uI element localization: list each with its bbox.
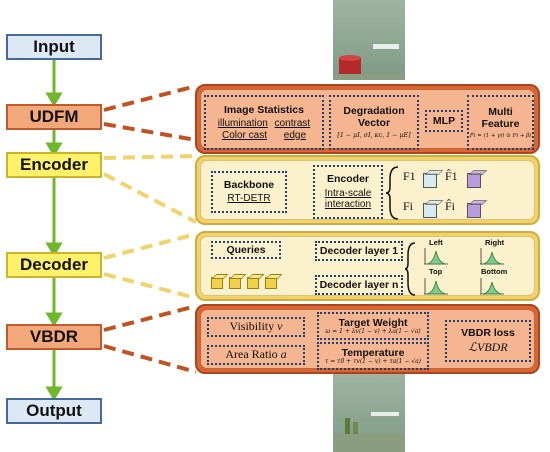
arrow-head-vbdr <box>45 312 63 327</box>
image-statistics-title: Image Statistics <box>224 103 304 116</box>
direction-top-label: Top <box>429 267 443 276</box>
output-underwater-image <box>333 372 405 452</box>
arrow-head-udfm <box>45 92 63 107</box>
encoder-box-sub-1: Intra-scale <box>324 187 372 199</box>
degradation-vector-title-1: Degradation <box>343 105 405 118</box>
feature-fi-hat: F̂i <box>445 199 456 213</box>
query-cube-1 <box>211 277 223 289</box>
decoder-panel-inner: Queries Decoder layer 1 Decoder layer n … <box>200 236 535 296</box>
udfm-connector-top <box>103 84 197 112</box>
vbdr-loss-title: VBDR loss <box>461 327 515 340</box>
stat-edge: edge <box>283 129 307 141</box>
temperature-title: Temperature <box>341 346 405 359</box>
distribution-top-plot <box>424 278 448 295</box>
backbone-box: Backbone RT-DETR <box>211 171 287 213</box>
decoder-panel: Queries Decoder layer 1 Decoder layer n … <box>195 231 540 301</box>
arrow-head-decoder <box>45 242 63 257</box>
multi-feature-formula: F̃i = (1 + γi) ⊙ Fi + βi <box>469 132 532 139</box>
temperature-box: Temperature τ = τ0 + τv(1 − v) + τa(1 − … <box>317 342 429 370</box>
multi-feature-title-2: Feature <box>481 117 520 130</box>
backbone-title: Backbone <box>223 179 275 192</box>
stage-decoder: Decoder <box>6 252 102 278</box>
visibility-box: Visibility v <box>207 317 305 337</box>
feature-map-f1 <box>423 173 437 188</box>
direction-right-label: Right <box>485 238 505 247</box>
multi-feature-title-1: Multi <box>488 105 513 118</box>
feature-f1: F1 <box>403 169 416 183</box>
direction-bottom-label: Bottom <box>481 267 508 276</box>
encoder-box: Encoder Intra-scale interaction <box>313 165 383 219</box>
decoder-layer-n-box: Decoder layer n <box>315 275 403 295</box>
decoder-brace <box>405 242 416 296</box>
udfm-panel: Image Statistics illumination contrast C… <box>195 84 540 154</box>
vbdr-loss-box: VBDR loss ℒVBDR <box>445 320 531 362</box>
area-ratio-box: Area Ratio a <box>207 345 305 365</box>
vbdr-connector-top <box>103 304 197 332</box>
area-ratio-label: Area Ratio <box>225 347 278 362</box>
distribution-bottom-plot <box>480 278 504 295</box>
stage-udfm: UDFM <box>6 104 102 130</box>
distribution-right-plot <box>480 248 504 265</box>
feature-brace <box>386 166 399 220</box>
stage-vbdr: VBDR <box>6 324 102 350</box>
backbone-subtitle: RT-DETR <box>227 193 271 205</box>
stat-illumination: illumination <box>217 118 268 130</box>
stat-contrast: contrast <box>274 118 311 130</box>
feature-fi: Fi <box>403 199 414 213</box>
target-weight-formula: ω = 1 + λv(1 − v) + λa(1 − √a) <box>325 327 421 335</box>
area-ratio-symbol: a <box>280 347 287 362</box>
mlp-box: MLP <box>425 110 463 132</box>
visibility-label: Visibility <box>229 319 275 334</box>
target-weight-box: Target Weight ω = 1 + λv(1 − v) + λa(1 −… <box>317 312 429 340</box>
decoder-connector-bottom <box>103 272 197 300</box>
distribution-left-plot <box>424 248 448 265</box>
stage-output: Output <box>6 398 102 424</box>
feature-f1-hat: F̂1 <box>445 169 458 183</box>
visibility-symbol: v <box>277 319 283 334</box>
input-underwater-image <box>333 0 405 80</box>
vbdr-loss-symbol: ℒVBDR <box>468 340 508 355</box>
feature-map-fi-hat <box>467 203 481 218</box>
encoder-connector-bottom <box>103 172 197 224</box>
arrow-head-encoder <box>45 142 63 157</box>
image-statistics-box: Image Statistics illumination contrast C… <box>204 95 324 150</box>
direction-left-label: Left <box>429 238 443 247</box>
feature-map-f1-hat <box>467 173 481 188</box>
encoder-box-sub-2: interaction <box>324 199 372 211</box>
udfm-connector-bottom <box>103 122 197 142</box>
stage-input: Input <box>6 34 102 60</box>
connectors <box>103 84 197 374</box>
degradation-vector-formula: [1 − μI, σI, κc, 1 − μE] <box>337 132 411 140</box>
multi-feature-box: Multi Feature F̃i = (1 + γi) ⊙ Fi + βi <box>467 95 534 150</box>
udfm-panel-inner: Image Statistics illumination contrast C… <box>200 89 535 150</box>
encoder-panel: Backbone RT-DETR Encoder Intra-scale int… <box>195 155 540 225</box>
decoder-connector-top <box>103 232 197 260</box>
degradation-vector-title-2: Vector <box>357 117 391 130</box>
query-cube-3 <box>247 277 259 289</box>
vbdr-panel-inner: Visibility v Area Ratio a Target Weight … <box>200 309 535 370</box>
encoder-connector-top <box>103 154 197 160</box>
arrow-head-output <box>45 386 63 401</box>
encoder-panel-inner: Backbone RT-DETR Encoder Intra-scale int… <box>200 160 535 220</box>
stage-encoder: Encoder <box>6 152 102 178</box>
query-cube-2 <box>229 277 241 289</box>
encoder-box-title: Encoder <box>326 173 369 186</box>
flow-arrows <box>45 60 63 401</box>
query-cube-4 <box>265 277 277 289</box>
degradation-vector-box: Degradation Vector [1 − μI, σI, κc, 1 − … <box>329 95 419 150</box>
decoder-layer-1-box: Decoder layer 1 <box>315 241 403 261</box>
feature-map-fi <box>423 203 437 218</box>
vbdr-connector-bottom <box>103 344 197 374</box>
queries-box: Queries <box>211 241 281 259</box>
temperature-formula: τ = τ0 + τv(1 − v) + τa(1 − √a) <box>324 357 422 365</box>
vbdr-panel: Visibility v Area Ratio a Target Weight … <box>195 304 540 374</box>
stat-color-cast: Color cast <box>221 129 267 141</box>
target-weight-title: Target Weight <box>338 316 408 329</box>
